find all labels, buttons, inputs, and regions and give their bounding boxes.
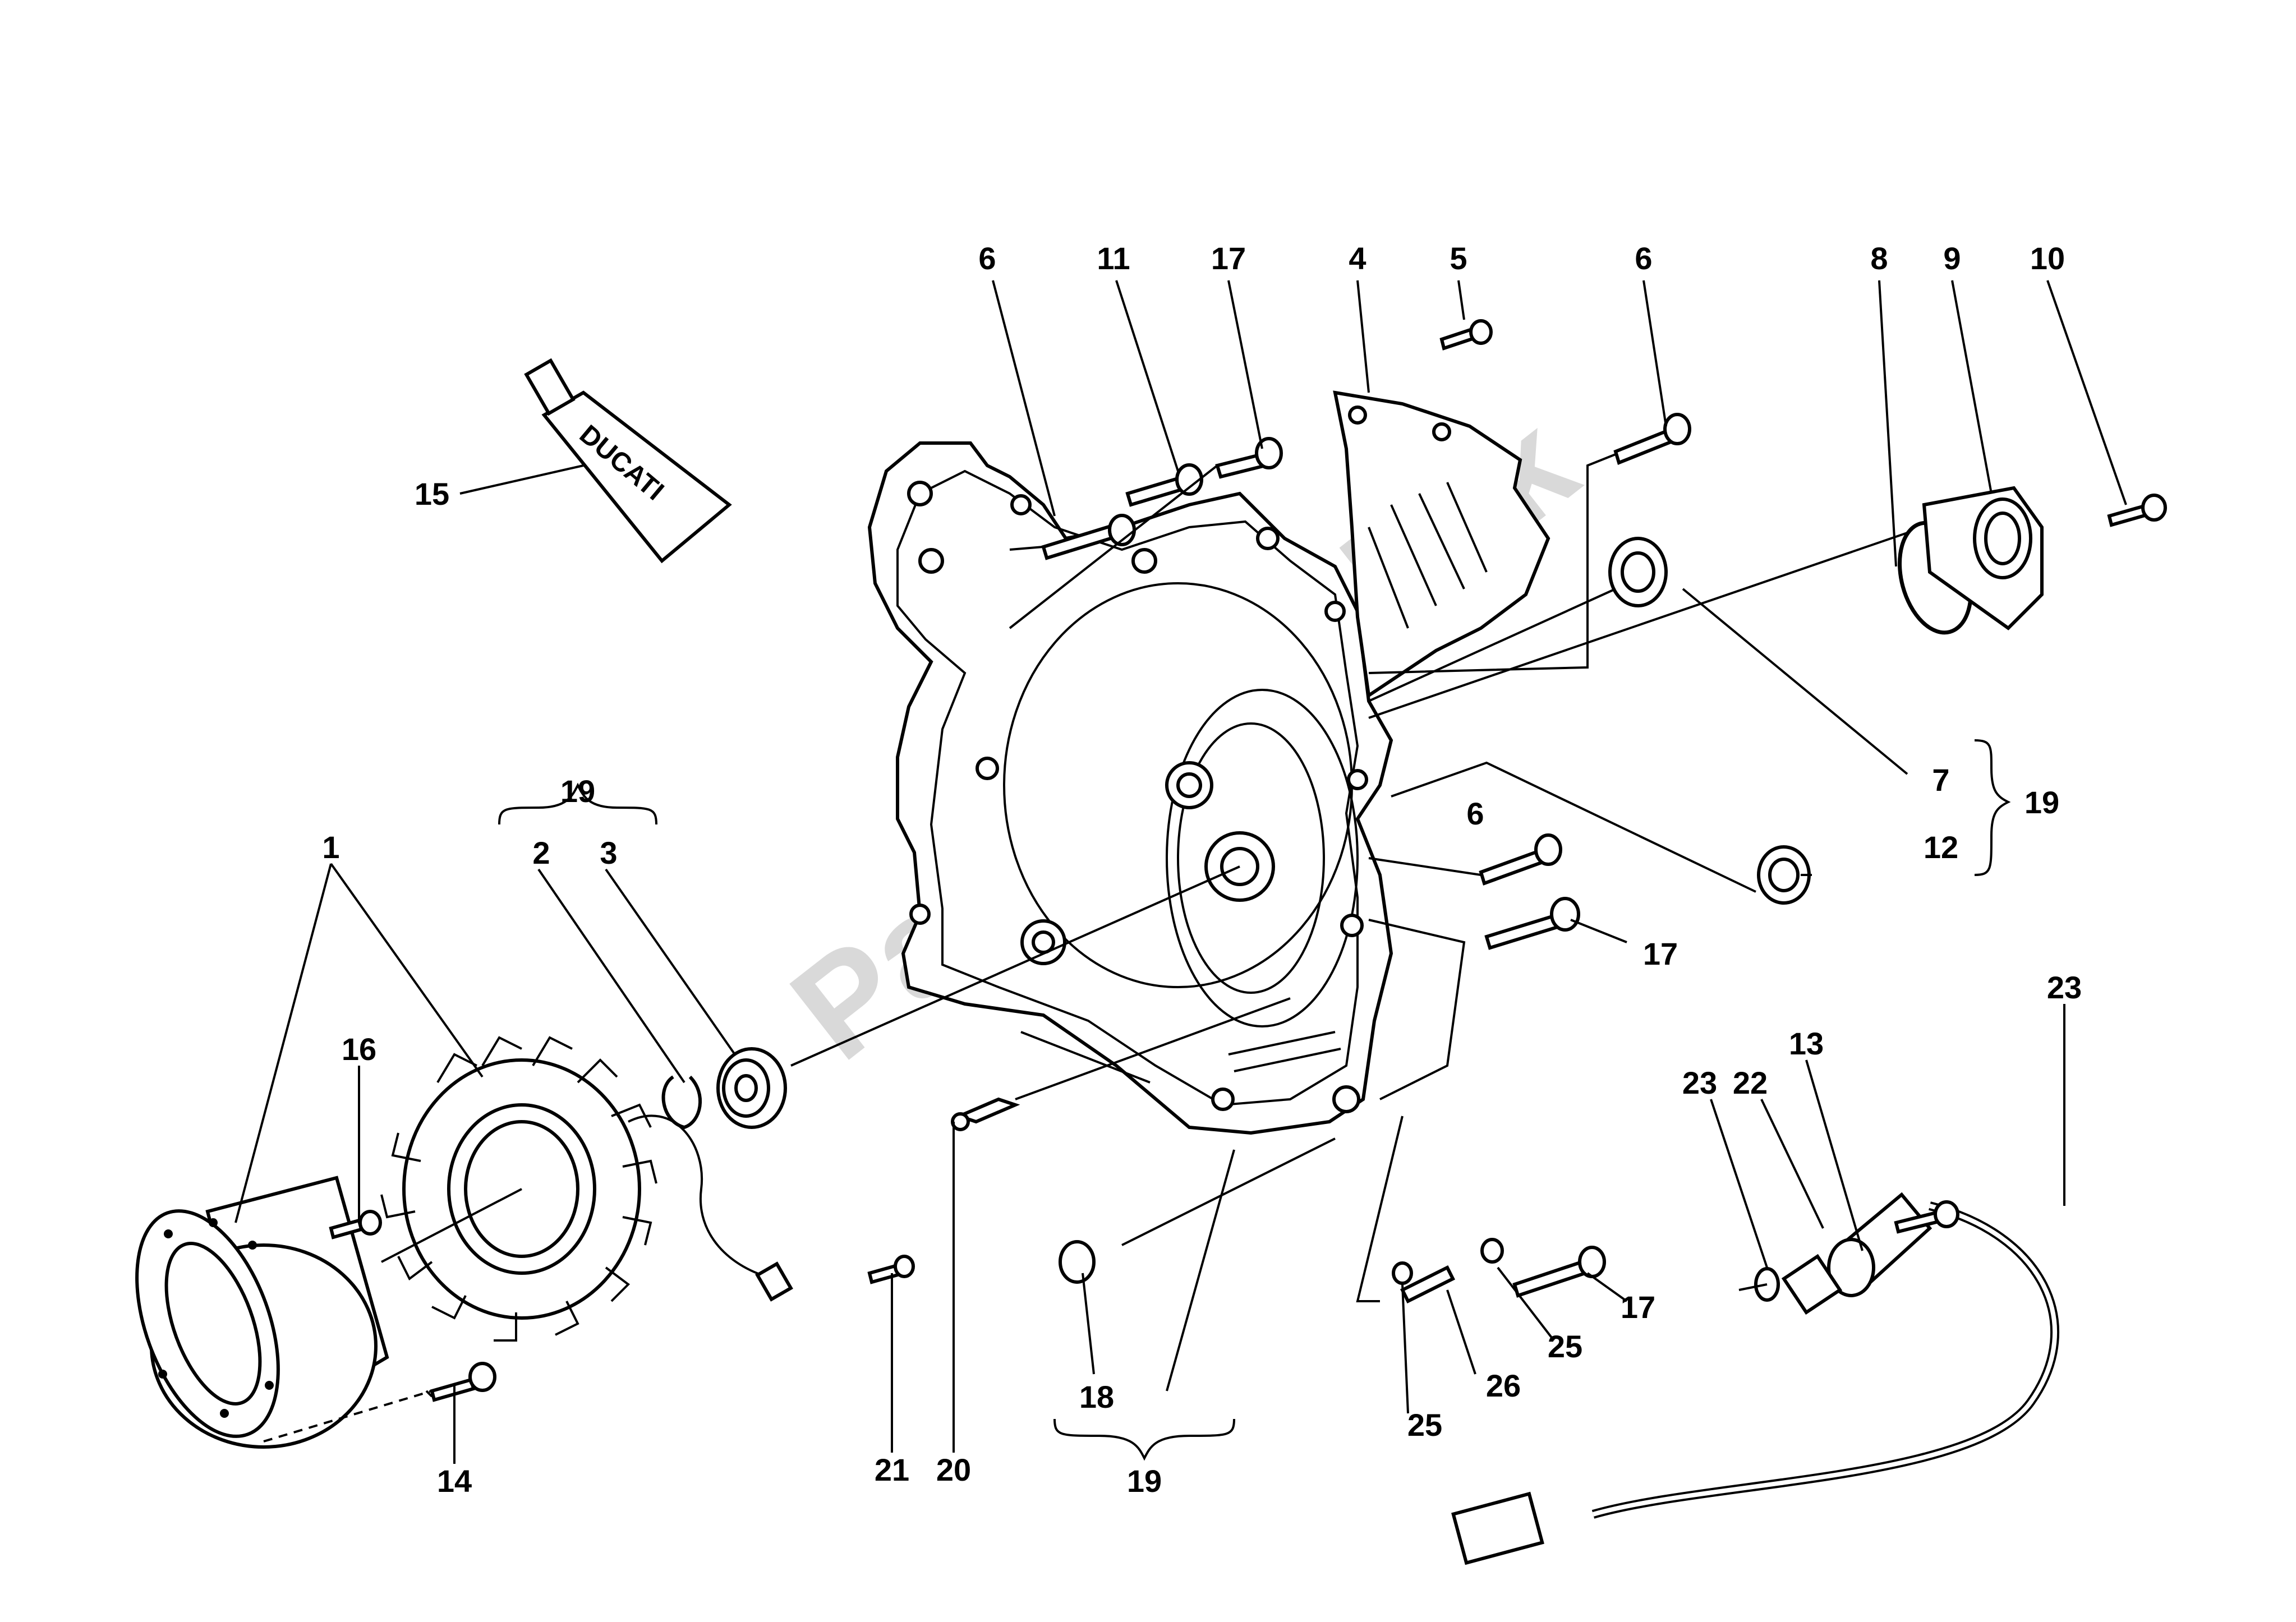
callout-5: 5 — [1450, 241, 1467, 276]
callout-26: 26 — [1486, 1368, 1521, 1403]
callout-25a: 25 — [1548, 1329, 1582, 1364]
o-ring-and-flange — [1898, 486, 2044, 635]
callout-labels: 6 11 17 4 5 6 8 9 10 15 19 1 2 3 16 14 6… — [322, 241, 2082, 1499]
callout-21: 21 — [875, 1452, 909, 1487]
oil-seal-7 — [1608, 537, 1668, 607]
callout-17c: 17 — [1621, 1289, 1655, 1325]
callout-25b: 25 — [1407, 1407, 1442, 1443]
callout-14: 14 — [437, 1463, 472, 1499]
callout-12: 13 — [1789, 1026, 1824, 1061]
callout-10: 10 — [2030, 241, 2065, 276]
callout-19-brace-right: 19 — [2024, 785, 2059, 820]
callout-19-brace-bottom: 19 — [1127, 1463, 1162, 1499]
leader-lines — [234, 280, 2127, 1464]
callout-4: 4 — [1349, 241, 1366, 276]
callout-7: 7 — [1932, 762, 1949, 798]
callout-18: 18 — [1079, 1379, 1114, 1414]
chain-guard — [1333, 390, 1550, 699]
callout-11: 12 — [1924, 830, 1958, 865]
callout-1: 1 — [322, 830, 339, 865]
callout-19-brace-left: 19 — [560, 773, 595, 809]
callout-6c: 6 — [1466, 796, 1484, 831]
callout-17a: 17 — [1211, 241, 1246, 276]
callout-23: 23 — [1682, 1065, 1717, 1100]
callout-9: 9 — [1943, 241, 1961, 276]
callout-2: 2 — [532, 835, 550, 870]
callout-22: 22 — [1733, 1065, 1768, 1100]
speed-sensor — [1451, 1192, 2060, 1565]
callout-15: 15 — [415, 476, 449, 512]
callout-16: 16 — [342, 1031, 376, 1067]
crankcase-cover — [867, 441, 1393, 1135]
callout-8: 8 — [1870, 241, 1888, 276]
callout-24: 23 — [2047, 970, 2082, 1005]
oil-seal-11 — [1757, 845, 1811, 905]
callout-3: 3 — [600, 835, 617, 870]
callout-17b: 17 — [1643, 936, 1678, 971]
grease-tube: DUCATI — [524, 358, 732, 564]
callout-6a: 6 — [978, 241, 996, 276]
callout-20: 20 — [936, 1452, 971, 1487]
callout-13: 11 — [1097, 241, 1130, 276]
bearing-and-circlip — [661, 1047, 787, 1130]
screws — [329, 319, 2167, 1402]
callout-6b: 6 — [1635, 241, 1652, 276]
alternator-rotor — [135, 1176, 389, 1449]
